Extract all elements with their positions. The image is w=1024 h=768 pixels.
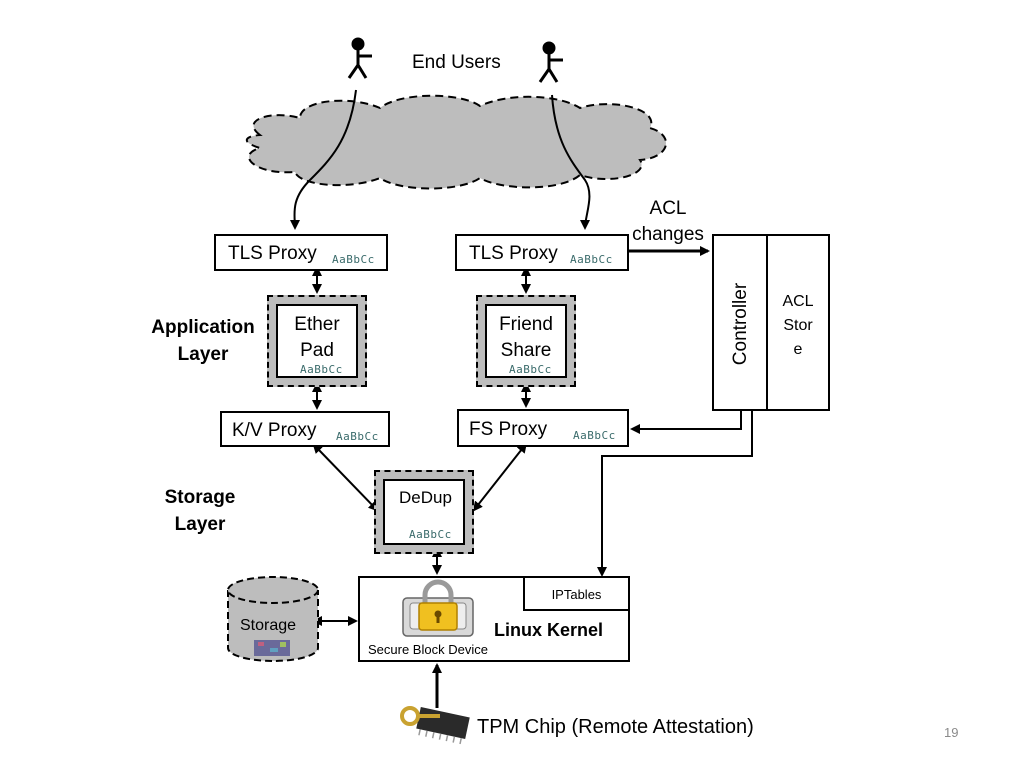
aabbcc-tag: AaBbCc bbox=[300, 363, 343, 376]
internet-cloud bbox=[245, 94, 667, 190]
friendshare-app: Friend Share AaBbCc bbox=[485, 304, 567, 378]
aabbcc-tag: AaBbCc bbox=[409, 528, 452, 541]
aabbcc-tag: AaBbCc bbox=[570, 253, 613, 266]
acl-store: ACL Stor e bbox=[766, 234, 830, 411]
storage-label: Storage bbox=[240, 617, 297, 634]
secure-block-device-label: Secure Block Device bbox=[368, 642, 488, 657]
tls-proxy-right: TLS Proxy AaBbCc bbox=[455, 234, 629, 271]
aabbcc-tag: AaBbCc bbox=[336, 430, 379, 443]
dedup-frame: DeDup AaBbCc bbox=[374, 470, 474, 554]
acl-changes-label: ACL changes bbox=[632, 198, 704, 245]
aabbcc-tag: AaBbCc bbox=[332, 253, 375, 266]
etherpad-frame: Ether Pad AaBbCc bbox=[267, 295, 367, 387]
tls-proxy-left: TLS Proxy AaBbCc bbox=[214, 234, 388, 271]
end-users-label: End Users bbox=[412, 52, 501, 73]
tpm-chip-icon bbox=[400, 706, 470, 745]
tpm-chip-label: TPM Chip (Remote Attestation) bbox=[477, 716, 754, 738]
linux-kernel: Linux Kernel Secure Block Device bbox=[358, 576, 630, 662]
etherpad-app: Ether Pad AaBbCc bbox=[276, 304, 358, 378]
storage-layer-label: Storage Layer bbox=[164, 487, 236, 535]
storage-cylinder bbox=[227, 576, 319, 662]
controller: Controller bbox=[712, 234, 768, 411]
aabbcc-tag: AaBbCc bbox=[509, 363, 552, 376]
aabbcc-tag: AaBbCc bbox=[573, 429, 616, 442]
kv-proxy: K/V Proxy AaBbCc bbox=[220, 411, 390, 447]
padlock-icon bbox=[402, 579, 474, 637]
application-layer-label: Application Layer bbox=[151, 317, 255, 365]
end-user-icon bbox=[538, 41, 563, 83]
end-user-icon bbox=[347, 37, 372, 79]
dedup-app: DeDup AaBbCc bbox=[383, 479, 465, 545]
fs-proxy: FS Proxy AaBbCc bbox=[457, 409, 629, 447]
slide-number: 19 bbox=[944, 725, 959, 740]
friendshare-frame: Friend Share AaBbCc bbox=[476, 295, 576, 387]
iptables: IPTables bbox=[523, 576, 630, 611]
